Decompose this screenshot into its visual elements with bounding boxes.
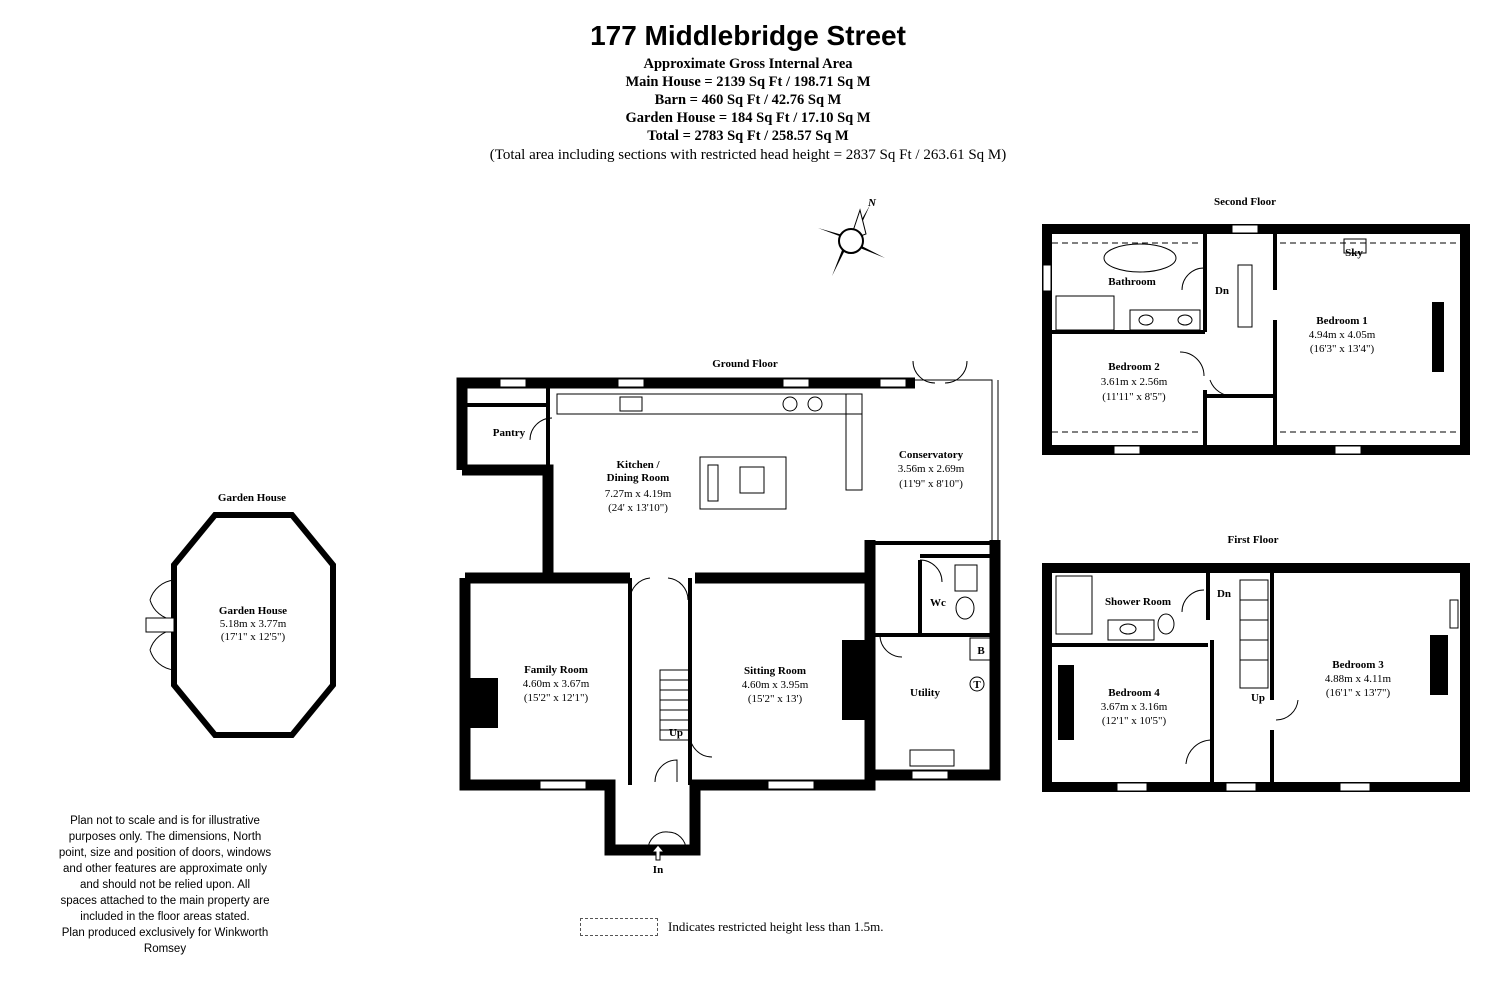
legend-text: Indicates restricted height less than 1.… xyxy=(668,919,884,934)
second-floor-title: Second Floor xyxy=(1214,196,1276,208)
room-dim-m-bedroom2: 3.61m x 2.56m xyxy=(1101,376,1168,388)
room-name-utility: Utility xyxy=(910,687,940,699)
room-name-pantry: Pantry xyxy=(493,427,526,439)
area-summary: Approximate Gross Internal Area Main Hou… xyxy=(248,55,1248,145)
room-dim-ft-family: (15'2" x 12'1") xyxy=(524,692,589,704)
plan-title: 177 Middlebridge Street xyxy=(590,20,906,51)
ground-floor-plan: Ground Floor xyxy=(456,358,1001,876)
disclaimer-line: purposes only. The dimensions, North xyxy=(68,831,262,843)
room-name-kitchen-2: Dining Room xyxy=(607,472,670,484)
first-floor-plan: First Floor Shower xyxy=(1042,534,1470,792)
room-dim-ft-sitting: (15'2" x 13') xyxy=(748,693,803,705)
stairs-up-ground: Up xyxy=(669,727,683,739)
compass-rose-icon: N xyxy=(818,197,885,276)
tank-marker: T xyxy=(973,679,981,691)
stairs-down-first: Dn xyxy=(1217,588,1231,600)
room-name-shower: Shower Room xyxy=(1105,596,1171,608)
disclaimer-line: and should not be relied upon. All xyxy=(79,879,251,891)
entrance-marker: In xyxy=(653,864,663,876)
disclaimer-line: Plan produced exclusively for Winkworth xyxy=(61,927,269,939)
second-floor-plan: Second Floor xyxy=(1042,196,1470,455)
room-name-kitchen-1: Kitchen / xyxy=(616,459,660,471)
room-dim-m-conservatory: 3.56m x 2.69m xyxy=(898,463,965,475)
boiler-marker: B xyxy=(977,645,985,657)
room-name-bathroom: Bathroom xyxy=(1108,276,1155,288)
entrance-arrow-icon xyxy=(650,844,666,861)
legend: Indicates restricted height less than 1.… xyxy=(580,918,884,936)
room-name-bedroom2: Bedroom 2 xyxy=(1108,361,1160,373)
room-dim-m-bedroom1: 4.94m x 4.05m xyxy=(1309,329,1376,341)
room-dim-m-sitting: 4.60m x 3.95m xyxy=(742,679,809,691)
disclaimer-line: Plan not to scale and is for illustrativ… xyxy=(70,815,260,827)
room-name-garden-house: Garden House xyxy=(219,605,287,617)
room-dim-m-family: 4.60m x 3.67m xyxy=(523,678,590,690)
disclaimer-line: included in the floor areas stated. xyxy=(80,911,250,923)
room-name-wc: Wc xyxy=(930,597,946,609)
room-dim-ft-kitchen: (24' x 13'10") xyxy=(608,502,668,514)
room-dim-ft-conservatory: (11'9" x 8'10") xyxy=(899,478,963,490)
room-dim-ft-bedroom2: (11'11" x 8'5") xyxy=(1102,391,1166,403)
room-dim-m-kitchen: 7.27m x 4.19m xyxy=(605,488,672,500)
room-dim-m-bedroom3: 4.88m x 4.11m xyxy=(1325,673,1392,685)
area-garden-house: Garden House = 184 Sq Ft / 17.10 Sq M xyxy=(625,110,871,126)
room-dim-ft-bedroom1: (16'3" x 13'4") xyxy=(1310,343,1375,355)
room-name-conservatory: Conservatory xyxy=(899,449,964,461)
disclaimer-line: Romsey xyxy=(143,943,187,955)
restricted-height-swatch xyxy=(580,918,658,936)
skylight-marker: Sky xyxy=(1345,247,1363,259)
room-name-bedroom3: Bedroom 3 xyxy=(1332,659,1384,671)
area-note: (Total area including sections with rest… xyxy=(489,147,1007,163)
stairs-up-first: Up xyxy=(1251,692,1265,704)
room-name-bedroom4: Bedroom 4 xyxy=(1108,687,1160,699)
room-name-family: Family Room xyxy=(524,664,588,676)
garden-house-plan: Garden House Garden House 5.18m x 3.77m … xyxy=(145,492,336,738)
room-dim-m-garden-house: 5.18m x 3.77m xyxy=(220,618,287,630)
disclaimer-line: and other features are approximate only xyxy=(63,863,267,875)
ground-floor-title: Ground Floor xyxy=(712,358,778,370)
garden-house-floor-title: Garden House xyxy=(218,492,286,504)
disclaimer-text: Plan not to scale and is for illustrativ… xyxy=(30,813,300,957)
room-dim-ft-bedroom3: (16'1" x 13'7") xyxy=(1326,687,1391,699)
room-name-bedroom1: Bedroom 1 xyxy=(1316,315,1367,327)
room-dim-m-bedroom4: 3.67m x 3.16m xyxy=(1101,701,1168,713)
area-subtitle: Approximate Gross Internal Area xyxy=(643,56,853,72)
disclaimer-line: point, size and position of doors, windo… xyxy=(58,847,272,859)
area-total: Total = 2783 Sq Ft / 258.57 Sq M xyxy=(647,128,849,144)
compass-north-label: N xyxy=(867,197,877,209)
room-name-sitting: Sitting Room xyxy=(744,665,806,677)
disclaimer-line: spaces attached to the main property are xyxy=(60,895,270,907)
stairs-down-second: Dn xyxy=(1215,285,1229,297)
room-dim-ft-garden-house: (17'1" x 12'5") xyxy=(221,631,286,643)
room-dim-ft-bedroom4: (12'1" x 10'5") xyxy=(1102,715,1167,727)
area-barn: Barn = 460 Sq Ft / 42.76 Sq M xyxy=(654,92,842,108)
first-floor-title: First Floor xyxy=(1227,534,1278,546)
area-main-house: Main House = 2139 Sq Ft / 198.71 Sq M xyxy=(625,74,871,90)
